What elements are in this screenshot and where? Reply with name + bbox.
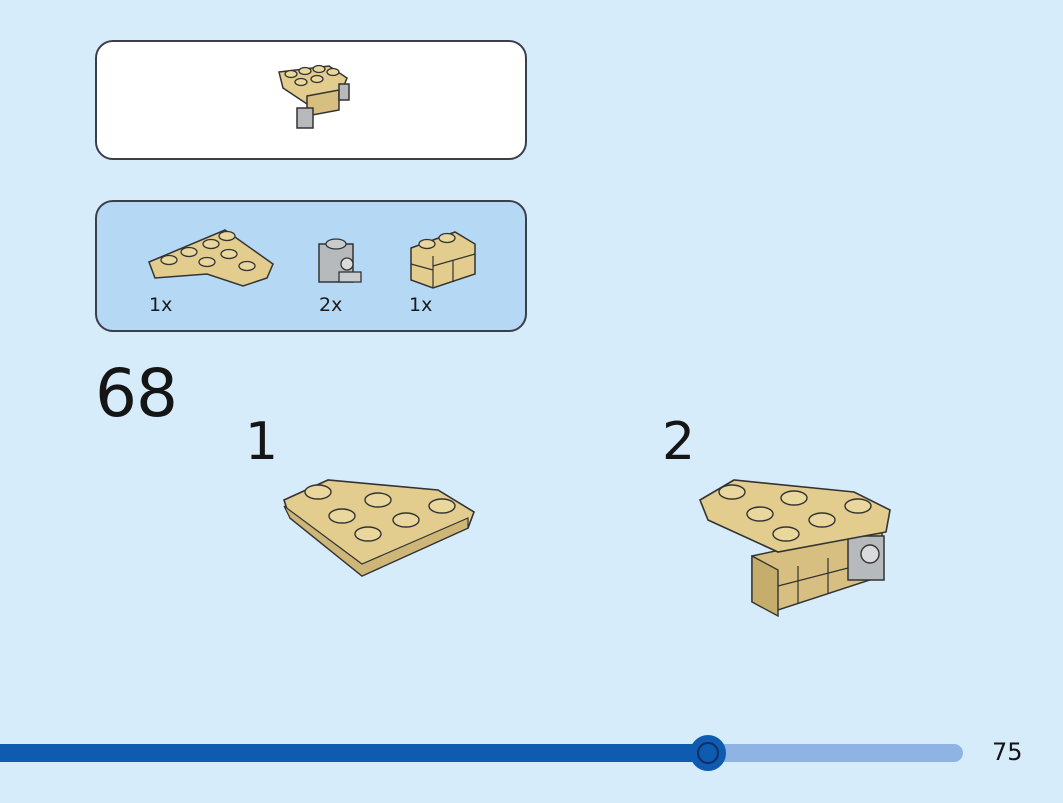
progress-fill	[0, 744, 708, 762]
parts-list: 1x 2x 1x	[95, 200, 527, 332]
substep-number: 2	[662, 412, 696, 472]
tan-masonry-brick-icon	[410, 231, 476, 289]
page-number: 75	[992, 738, 1023, 766]
gray-bracket-brick-icon	[318, 238, 362, 283]
submodel-callout	[95, 40, 527, 160]
substep-number: 1	[245, 412, 279, 472]
progress-knob-icon	[690, 735, 726, 771]
wedge-plate-with-bracket-model-icon	[699, 479, 891, 618]
step-number: 68	[95, 355, 178, 432]
part-quantity: 1x	[149, 294, 173, 316]
page-progress-bar	[0, 735, 970, 771]
wedge-plate-model-icon	[283, 479, 475, 577]
part-quantity: 2x	[319, 294, 343, 316]
submodel-assembly-icon	[278, 64, 350, 129]
part-quantity: 1x	[409, 294, 433, 316]
tan-wedge-plate-icon	[148, 229, 274, 287]
